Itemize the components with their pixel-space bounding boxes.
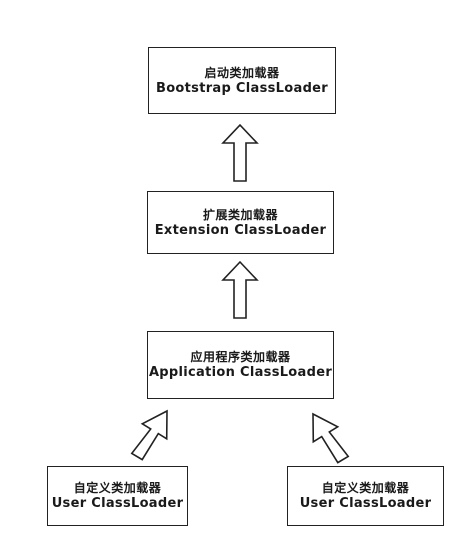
arrow-user-left-to-application (130, 409, 168, 461)
application-classloader-box: 应用程序类加载器 Application ClassLoader (147, 331, 334, 399)
user-right-cn-label: 自定义类加载器 (321, 481, 410, 495)
application-en-label: Application ClassLoader (148, 365, 333, 380)
arrow-extension-to-bootstrap (221, 123, 259, 182)
user-right-en-label: User ClassLoader (299, 496, 432, 511)
user-left-cn-label: 自定义类加载器 (73, 481, 162, 495)
user-left-en-label: User ClassLoader (51, 496, 184, 511)
bootstrap-en-label: Bootstrap ClassLoader (155, 80, 329, 96)
user-classloader-right-box: 自定义类加载器 User ClassLoader (287, 466, 444, 526)
bootstrap-cn-label: 启动类加载器 (204, 65, 280, 80)
application-cn-label: 应用程序类加载器 (190, 350, 291, 364)
user-classloader-left-box: 自定义类加载器 User ClassLoader (47, 466, 188, 526)
extension-cn-label: 扩展类加载器 (202, 207, 278, 222)
arrow-application-to-extension (221, 260, 259, 319)
bootstrap-classloader-box: 启动类加载器 Bootstrap ClassLoader (148, 47, 336, 114)
extension-classloader-box: 扩展类加载器 Extension ClassLoader (147, 191, 334, 254)
extension-en-label: Extension ClassLoader (154, 222, 327, 238)
arrow-user-right-to-application (312, 412, 350, 464)
